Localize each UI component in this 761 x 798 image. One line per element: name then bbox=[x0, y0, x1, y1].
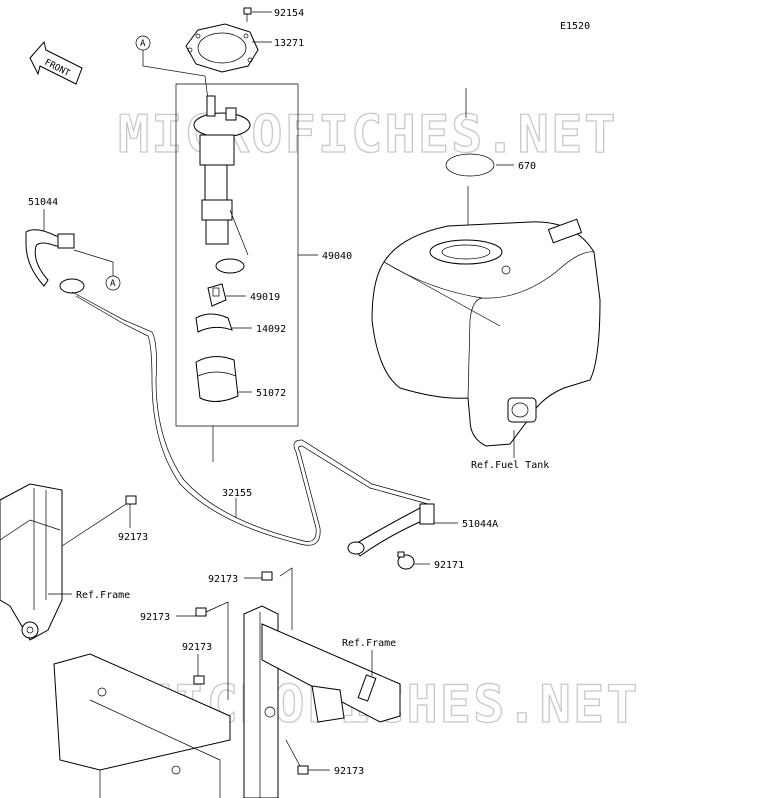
ref-a-top: A bbox=[140, 39, 146, 49]
pump-plate-13271-icon bbox=[185, 23, 259, 73]
clip-92173-d-icon bbox=[193, 675, 205, 685]
fuel-pump-icon bbox=[193, 95, 251, 274]
clip-92173-b-icon bbox=[261, 571, 273, 581]
clip-92173-c-icon bbox=[195, 607, 207, 617]
ref-a-hose: A bbox=[110, 279, 116, 289]
clip-92173-a-icon bbox=[125, 495, 137, 505]
fuel-tank-icon bbox=[371, 218, 601, 447]
label-92154: 92154 bbox=[274, 8, 304, 19]
watermark-top: MICROFICHES.NET bbox=[118, 105, 618, 165]
diagram-code: E1520 bbox=[560, 21, 590, 32]
clamp-92171-icon bbox=[397, 551, 415, 570]
label-49019: 49019 bbox=[250, 292, 280, 303]
ref-frame-left: Ref.Frame bbox=[76, 590, 130, 601]
ref-frame-right: Ref.Frame bbox=[342, 638, 396, 649]
clip-92173-e-icon bbox=[297, 765, 309, 775]
label-51044a: 51044A bbox=[462, 519, 498, 530]
bolt-92154-icon bbox=[243, 7, 252, 22]
label-92173-c: 92173 bbox=[140, 612, 170, 623]
label-92173-d: 92173 bbox=[182, 642, 212, 653]
o-ring-670-icon bbox=[445, 153, 495, 177]
label-92173-b: 92173 bbox=[208, 574, 238, 585]
fuel-line-32155-icon bbox=[71, 291, 431, 546]
frame-bottom-icon bbox=[53, 605, 401, 798]
ref-fuel-tank: Ref.Fuel Tank bbox=[471, 460, 549, 471]
label-92171: 92171 bbox=[434, 560, 464, 571]
label-670: 670 bbox=[518, 161, 536, 172]
frame-left-icon bbox=[0, 483, 63, 641]
sponge-51072-icon bbox=[195, 356, 239, 402]
bracket-14092-icon bbox=[195, 313, 233, 333]
label-51072: 51072 bbox=[256, 388, 286, 399]
label-14092: 14092 bbox=[256, 324, 286, 335]
label-92173-e: 92173 bbox=[334, 766, 364, 777]
label-92173-a: 92173 bbox=[118, 532, 148, 543]
label-51044: 51044 bbox=[28, 197, 58, 208]
hose-51044a-icon bbox=[347, 503, 435, 557]
pump-assembly-frame bbox=[175, 83, 299, 427]
label-49040: 49040 bbox=[322, 251, 352, 262]
filter-49019-icon bbox=[207, 283, 227, 307]
hose-51044-icon bbox=[25, 229, 85, 294]
label-13271: 13271 bbox=[274, 38, 304, 49]
label-32155: 32155 bbox=[222, 488, 252, 499]
front-arrow-icon: FRONT bbox=[29, 40, 83, 85]
